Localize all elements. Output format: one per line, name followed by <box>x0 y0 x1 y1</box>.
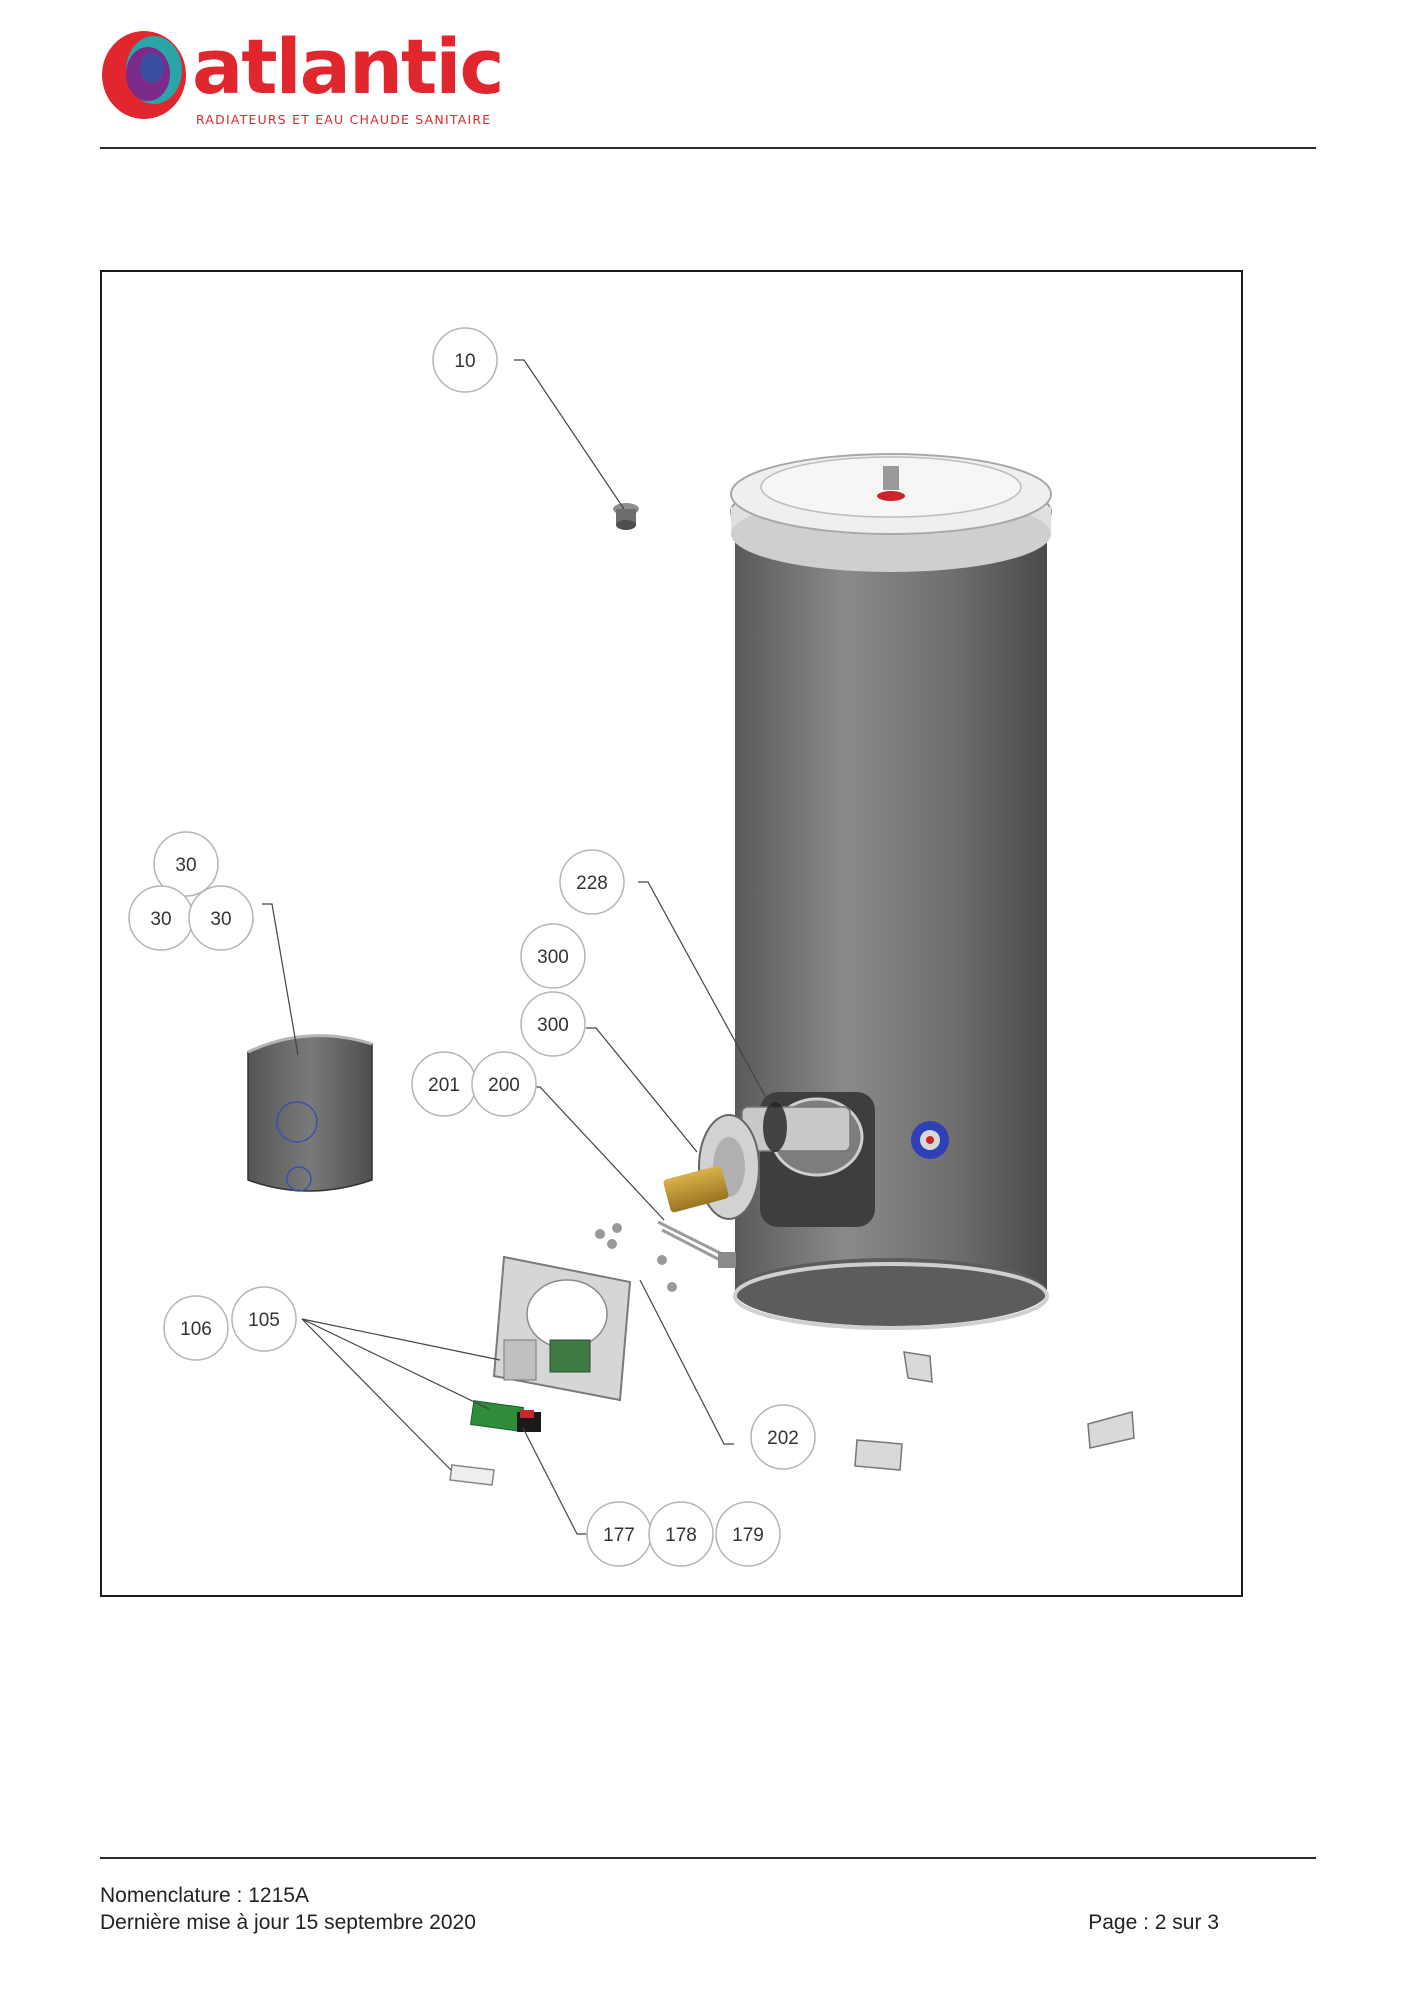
callout-200: 200 <box>471 1051 537 1117</box>
footer-nomenclature: Nomenclature : 1215A <box>100 1884 309 1907</box>
callout-177: 177 <box>586 1501 652 1567</box>
svg-text:30: 30 <box>150 909 171 930</box>
svg-text:202: 202 <box>767 1428 799 1449</box>
callout-10: 10 <box>432 327 498 393</box>
callout-group: 10 30 30 30 228 300 300 201 200 106 105 … <box>128 327 816 1567</box>
callout-300-upper: 300 <box>520 923 586 989</box>
svg-text:300: 300 <box>537 947 569 968</box>
callout-178: 178 <box>648 1501 714 1567</box>
svg-text:177: 177 <box>603 1525 635 1546</box>
exploded-view-diagram: 10 30 30 30 228 300 300 201 200 106 105 … <box>100 270 1243 1597</box>
logo-wordmark: atlantic <box>192 22 504 111</box>
callout-30-left: 30 <box>128 885 194 951</box>
svg-text:105: 105 <box>248 1310 280 1331</box>
callout-202: 202 <box>750 1404 816 1470</box>
water-heater-tank <box>730 453 1052 1330</box>
callout-201: 201 <box>411 1051 477 1117</box>
top-fitting <box>613 503 639 530</box>
callout-300-lower: 300 <box>520 991 586 1057</box>
footer-last-updated: Dernière mise à jour 15 septembre 2020 <box>100 1911 476 1934</box>
leader-lines <box>262 359 783 1535</box>
footer-page-number: Page : 2 sur 3 <box>1088 1911 1219 1934</box>
tank-feet <box>854 1351 1135 1471</box>
atlantic-logo-mark <box>102 31 186 119</box>
control-cover <box>247 1034 373 1192</box>
diagram-canvas: 10 30 30 30 228 300 300 201 200 106 105 … <box>128 327 1135 1567</box>
svg-text:201: 201 <box>428 1075 460 1096</box>
callout-30-top: 30 <box>153 831 219 897</box>
callout-228: 228 <box>559 849 625 915</box>
footer-divider <box>100 1857 1316 1859</box>
svg-text:179: 179 <box>732 1525 764 1546</box>
control-plate <box>492 1255 632 1402</box>
logo-tagline: RADIATEURS ET EAU CHAUDE SANITAIRE <box>196 112 492 127</box>
callout-106: 106 <box>163 1295 229 1361</box>
callout-179: 179 <box>715 1501 781 1567</box>
callout-30-right: 30 <box>188 885 254 951</box>
svg-text:200: 200 <box>488 1075 520 1096</box>
svg-text:228: 228 <box>576 873 608 894</box>
svg-text:30: 30 <box>210 909 231 930</box>
heating-element-assembly <box>595 1102 851 1292</box>
header-divider <box>100 147 1316 149</box>
electronic-boards <box>449 1400 541 1486</box>
svg-text:10: 10 <box>454 351 475 372</box>
svg-text:178: 178 <box>665 1525 697 1546</box>
svg-text:30: 30 <box>175 855 196 876</box>
atlantic-logo: atlantic RADIATEURS ET EAU CHAUDE SANITA… <box>100 22 520 130</box>
svg-text:300: 300 <box>537 1015 569 1036</box>
callout-105: 105 <box>231 1286 297 1352</box>
svg-text:106: 106 <box>180 1319 212 1340</box>
